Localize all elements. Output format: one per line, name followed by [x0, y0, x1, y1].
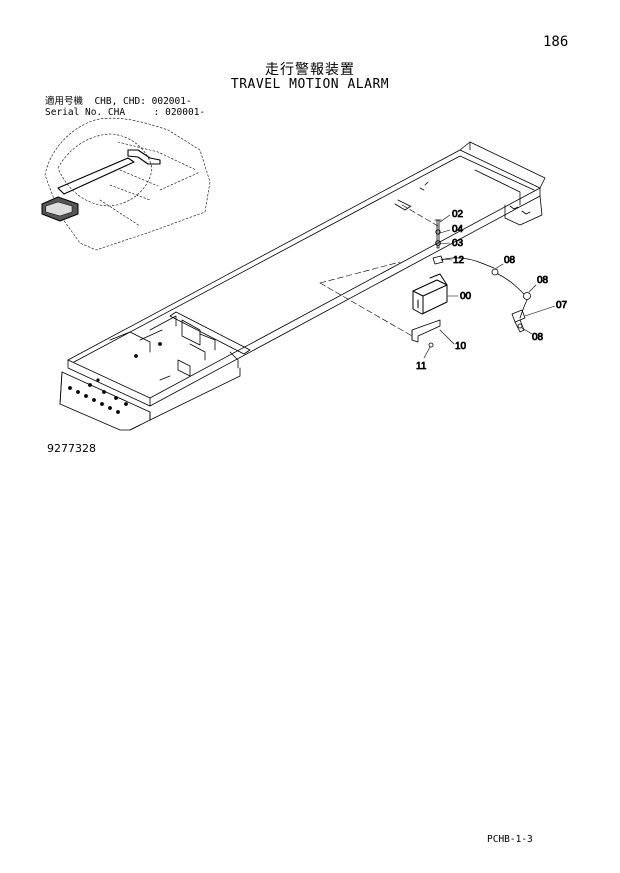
harness-wire-2	[497, 273, 525, 295]
callout-04: 04	[452, 224, 464, 235]
callout-02: 02	[452, 209, 464, 220]
figure-number: 9277328	[47, 442, 96, 455]
machine-location-inset	[41, 117, 211, 251]
bolt-11	[428, 342, 434, 348]
clip-08-upper	[491, 268, 499, 276]
title-english: TRAVEL MOTION ALARM	[230, 77, 390, 92]
callout-11: 11	[416, 361, 427, 372]
callout-12: 12	[453, 255, 465, 266]
alarm-assembly	[411, 219, 531, 348]
serial-applicability: 適用号機 CHB, CHD: 002001- Serial No. CHA : …	[45, 96, 205, 118]
main-frame	[59, 141, 546, 431]
callout-10: 10	[455, 341, 467, 352]
clip-08-lower	[517, 323, 523, 329]
bolt-02	[434, 219, 442, 249]
callout-00: 00	[460, 291, 472, 302]
callout-03: 03	[452, 238, 464, 249]
clip-08-right	[523, 292, 531, 300]
footer-code: PCHB-1-3	[487, 834, 533, 845]
serial-line-1: 適用号機 CHB, CHD: 002001-	[45, 96, 192, 107]
harness-wire-3	[519, 299, 528, 319]
title-japanese: 走行警報装置	[265, 62, 355, 78]
connector-12	[432, 255, 444, 265]
callout-08-lower: 08	[532, 332, 544, 343]
serial-line-2: Serial No. CHA : 020001-	[45, 107, 206, 118]
dashed-leaders	[319, 204, 439, 337]
harness-wire	[440, 257, 495, 269]
callout-08-upper: 08	[504, 255, 516, 266]
callout-leaders	[423, 214, 556, 359]
page-number: 186	[543, 34, 569, 50]
alarm-unit-00	[412, 273, 448, 315]
callout-08-right: 08	[537, 275, 549, 286]
washer-03	[435, 240, 441, 246]
callout-07: 07	[556, 300, 568, 311]
bracket-10	[411, 319, 441, 343]
washer-04	[435, 229, 441, 235]
